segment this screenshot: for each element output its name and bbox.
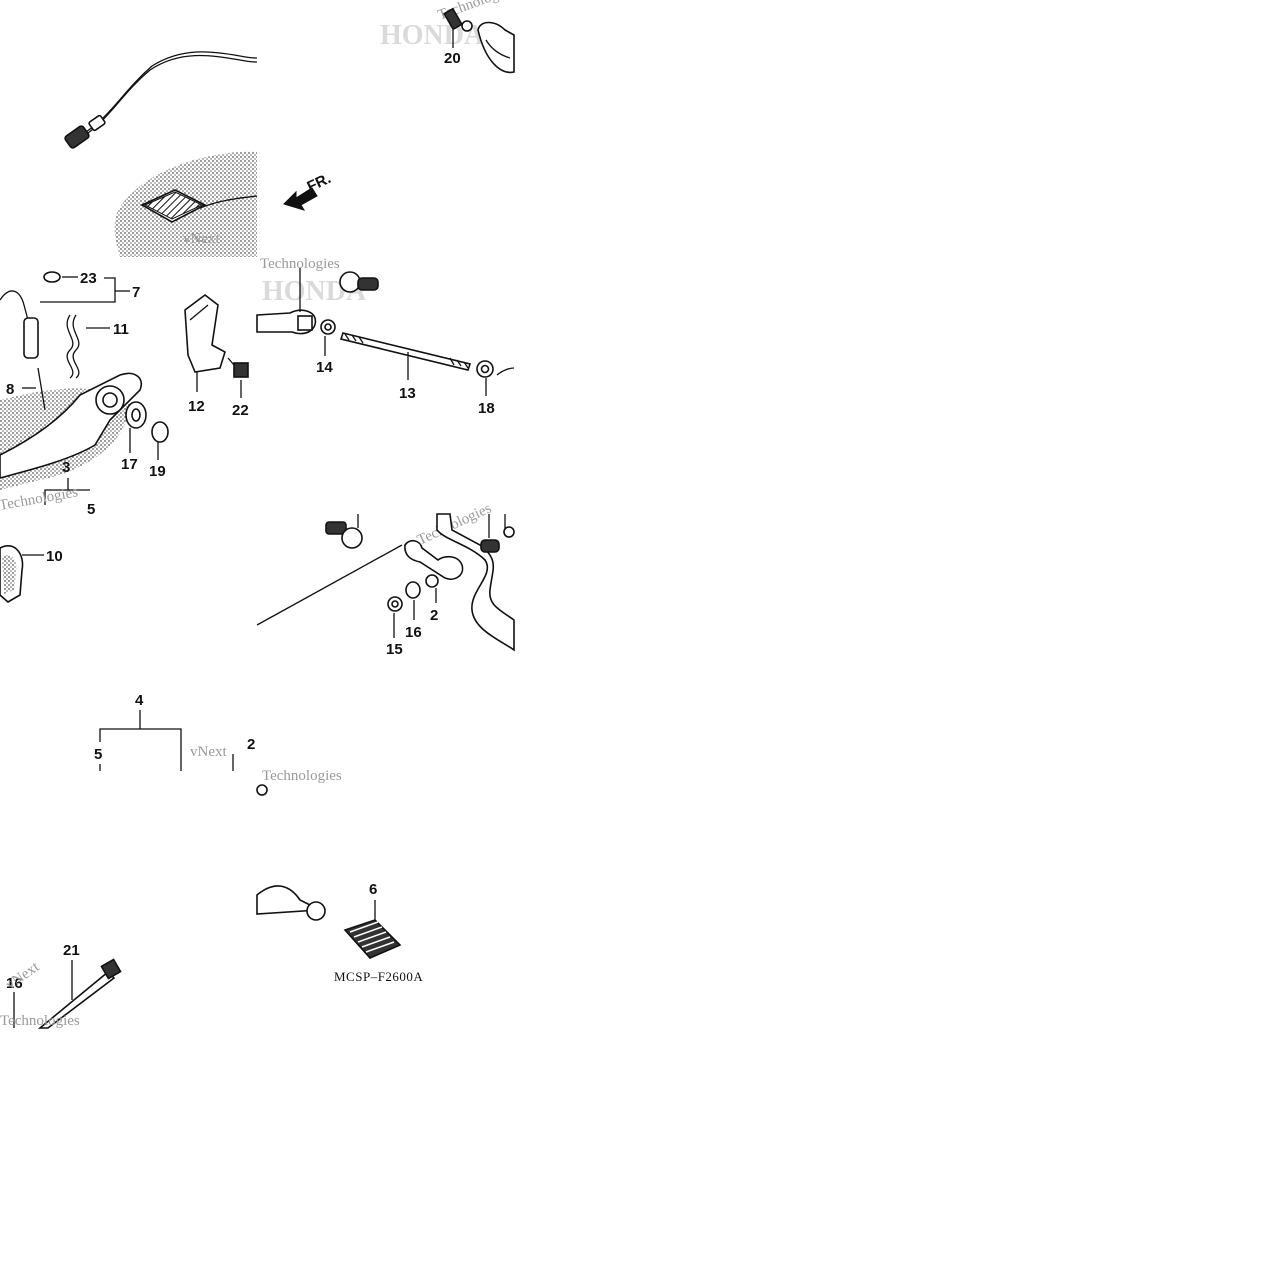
tile-bracket-fr: HONDA Technologies 20 FR.	[283, 0, 516, 211]
callout-10: 10	[46, 548, 63, 565]
svg-text:Technologies: Technologies	[260, 256, 340, 272]
bracket-part	[477, 21, 515, 74]
callout-16a: 16	[405, 624, 422, 641]
callout-15: 15	[386, 641, 403, 658]
shift-lever	[436, 513, 515, 652]
shaft-21	[37, 970, 116, 1029]
rubber-6	[343, 919, 402, 959]
guard-12	[184, 293, 226, 373]
callout-23: 23	[80, 270, 97, 287]
svg-text:Technologies: Technologies	[0, 484, 79, 514]
callout-19: 19	[149, 463, 166, 480]
front-arrow: FR.	[283, 170, 334, 211]
callout-14: 14	[316, 359, 333, 376]
clip-19	[151, 421, 169, 443]
svg-text:Technologies: Technologies	[262, 768, 342, 784]
watermark-text: vNext	[183, 231, 220, 247]
callout-2b: 2	[247, 736, 255, 753]
bolt-head-top	[339, 271, 379, 293]
callout-20: 20	[444, 50, 461, 67]
callout-18: 18	[478, 400, 495, 417]
callout-7: 7	[132, 284, 140, 301]
bolt-20	[443, 7, 473, 32]
figure-code: MCSP–F2600A	[334, 969, 423, 984]
callout-22: 22	[232, 402, 249, 419]
bolt-22	[233, 362, 249, 378]
svg-text:vNext: vNext	[3, 959, 43, 994]
bolt-head-mid	[325, 521, 363, 549]
connector-plug	[64, 125, 90, 149]
tile-pedal-rubber: Technologies 6 MCSP–F2600A	[256, 768, 423, 984]
front-marker: FR.	[305, 170, 334, 196]
rod-13	[339, 332, 472, 371]
tile-shaft: 21 16 Technologies vNext	[0, 942, 122, 1029]
callout-13: 13	[399, 385, 416, 402]
switch-7	[23, 317, 39, 359]
callout-2a: 2	[430, 607, 438, 624]
svg-text:Technologies: Technologies	[0, 1013, 80, 1029]
tile-pedal-assembly: 23 7 11 8 17 19 12 22 3 5 Technolog	[0, 270, 249, 518]
callout-12: 12	[188, 398, 205, 415]
clip-23	[43, 271, 61, 283]
callout-5a: 5	[87, 501, 95, 518]
callout-8: 8	[6, 381, 14, 398]
callout-3: 3	[62, 459, 70, 476]
callout-16b: 16	[6, 975, 23, 992]
callout-11: 11	[113, 321, 129, 338]
callout-17: 17	[121, 456, 138, 473]
callout-4: 4	[135, 692, 144, 709]
callout-5b: 5	[94, 746, 102, 763]
tile-wire-pedal: vNext	[64, 51, 258, 257]
tile-shift-linkage: Technologies 2 16 15	[256, 500, 515, 658]
spring-8	[37, 367, 46, 411]
tile-bracket-10: 10 4 5 vNext 2	[0, 545, 255, 771]
callout-6: 6	[369, 881, 377, 898]
spring-11	[66, 314, 74, 379]
washer-16	[405, 581, 421, 599]
linkage-arm	[404, 539, 464, 580]
svg-text:vNext: vNext	[190, 744, 227, 760]
callout-21: 21	[63, 942, 80, 959]
tile-rod: HONDA Technologies 14 13 18	[256, 256, 515, 417]
